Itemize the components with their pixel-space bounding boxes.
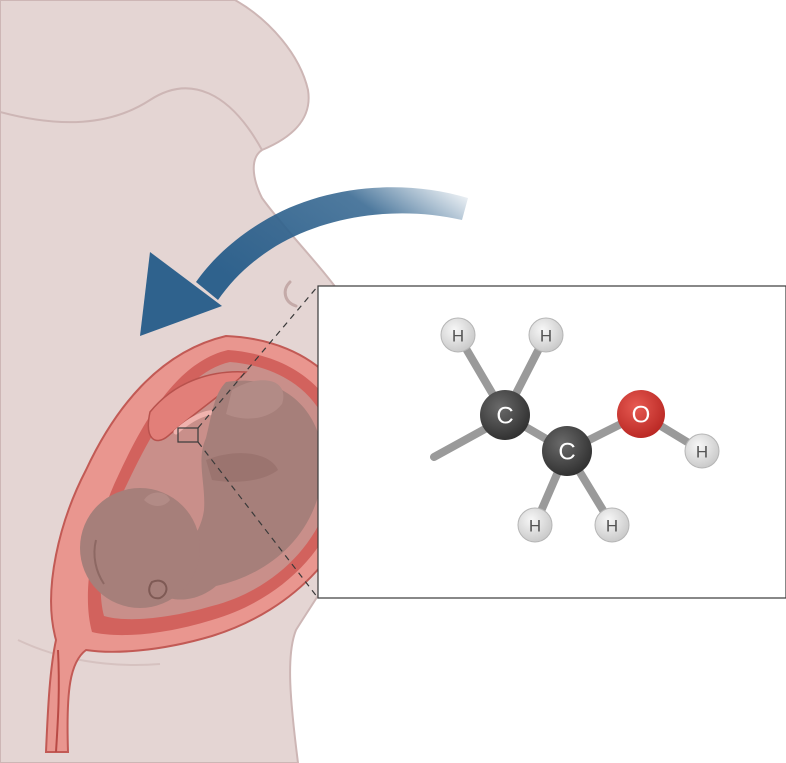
atom-h-h2: H	[529, 318, 563, 352]
atom-c-c2: C	[542, 426, 592, 476]
atom-h-h5: H	[595, 508, 629, 542]
atom-h-h4: H	[518, 508, 552, 542]
atom-c-c1: C	[480, 390, 530, 440]
fetus-head	[80, 488, 200, 608]
atom-label: C	[558, 439, 575, 466]
atom-label: H	[529, 517, 541, 536]
atom-label: H	[696, 443, 708, 462]
atom-label: H	[606, 517, 618, 536]
atom-o-o1: O	[617, 390, 665, 438]
atom-label: H	[540, 327, 552, 346]
atom-label: H	[452, 327, 464, 346]
atom-label: C	[496, 403, 513, 430]
atom-h-h1: H	[441, 318, 475, 352]
atom-label: O	[632, 402, 651, 429]
atom-h-h3: H	[685, 434, 719, 468]
